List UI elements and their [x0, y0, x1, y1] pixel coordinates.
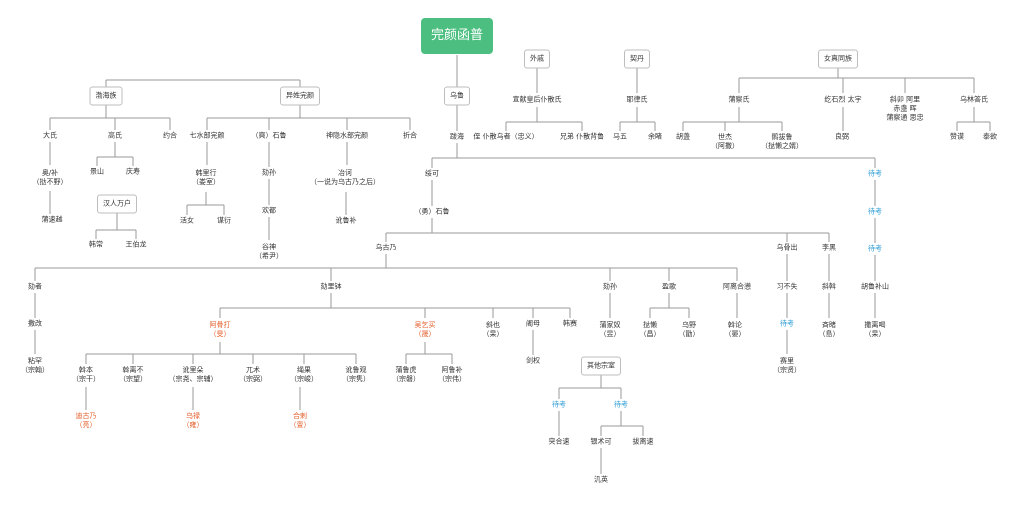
node-xieye: 斜也 （杲） — [482, 321, 504, 338]
node-other-house: 其他宗室 — [581, 356, 621, 376]
node-hanchang: 韩常 — [89, 240, 103, 249]
node-qidan: 契丹 — [624, 49, 650, 69]
node-shengguo: 绳果 （宗峻） — [290, 366, 318, 383]
node-waiqi: 外戚 — [524, 49, 550, 69]
node-hemu: 阇母 — [526, 319, 540, 328]
node-sailige: 撒离喝 （杲） — [864, 321, 886, 338]
node-wohen: 斡本 （宗干） — [72, 366, 100, 383]
node-alihe: 阿离合懑 — [723, 282, 751, 291]
node-shijie: 世杰 （阿撒） — [711, 133, 739, 150]
node-hunu: 活女 — [180, 216, 194, 225]
node-liangbi: 良弼 — [835, 132, 849, 141]
node-taidai: 泰欲 — [983, 132, 997, 141]
node-xiongdi: 兄弟 仆散背鲁 — [559, 132, 605, 141]
node-qilu: 斉睹 （島） — [818, 321, 840, 338]
node-heshilie: 纥石烈 太宇 — [824, 95, 862, 104]
node-dashi: 大氏 — [43, 131, 57, 140]
node-wulu: 乌禄 （雍） — [182, 412, 204, 429]
node-pend-f: 待考 — [868, 244, 882, 253]
node-nianhan: 粘罕 （宗翰） — [21, 357, 49, 374]
node-shenyinshui: 神隐水部完颜 — [326, 131, 368, 140]
node-aguda: 阿骨打 （旻） — [209, 321, 231, 338]
node-yinshuke: 银术可 — [590, 437, 612, 446]
node-panshi: 盈歌 — [662, 282, 676, 291]
node-wuguna: 乌古乃 — [375, 243, 397, 252]
node-xibushi: 习不失 — [776, 282, 798, 291]
node-alubu: 阿鲁补 （宗伟） — [438, 366, 466, 383]
node-zhehe: 折合 — [403, 131, 417, 140]
node-qingshou: 庆寿 — [126, 167, 140, 176]
node-wolun: 斡论 （晏） — [724, 321, 746, 338]
node-mawu: 马五 — [613, 132, 627, 141]
node-aoshi: 奥/补 （挞不野） — [32, 169, 68, 186]
node-tuhesu: 突合速 — [548, 437, 570, 446]
node-huandu: 欢都 — [262, 206, 276, 215]
node-wulizhu: 讹里朵 （宗尧、宗辅） — [168, 366, 218, 383]
node-zanlan: 挞懒 （昌） — [639, 321, 661, 338]
node-hansai: 韩赛 — [563, 319, 577, 328]
node-bohai-zu: 渤海族 — [89, 86, 123, 106]
node-hesun: 劾孙 — [603, 282, 617, 291]
node-pingba: 鹘拔鲁 （挞懒之婿） — [761, 133, 803, 150]
node-xuanxian: 宣献皇后仆散氏 — [512, 95, 562, 104]
node-gushen: 谷神 （希尹） — [255, 243, 283, 260]
node-wangbolong: 王伯龙 — [125, 240, 147, 249]
node-bahai: 跋海 — [450, 132, 464, 141]
node-suike: 绥可 — [425, 169, 439, 178]
node-dalubu: 讹鲁补 — [335, 216, 357, 225]
node-pujiawo: 蒲家奴 （昱） — [599, 321, 621, 338]
node-pend-c: 待考 — [780, 319, 794, 328]
node-yuehe: 约合 — [163, 131, 177, 140]
node-qishuibu: 七水部完颜 — [189, 131, 225, 140]
node-sheshilu: （奭）石鲁 — [251, 131, 287, 140]
node-saigai: 撒改 — [28, 319, 42, 328]
node-helibo: 劾里钵 — [320, 282, 342, 291]
node-pend-d: 待考 — [868, 169, 882, 178]
node-wolugan: 讹鲁观 （宗隽） — [342, 366, 370, 383]
node-pend-e: 待考 — [868, 207, 882, 216]
node-yudu: 余睹 — [648, 132, 662, 141]
node-hanlixing: 韩里行 （娄室） — [192, 169, 220, 186]
node-yixing: 异姓完颜 — [280, 86, 320, 106]
node-ligui: 劾者 — [28, 282, 42, 291]
node-pulu: 蒲鲁虎 （宗磐） — [392, 366, 420, 383]
node-wugulu: 乌鲁 — [444, 86, 470, 106]
node-fuwo: 斜卯 阿里 赤盏 晖 蒲察通 思忠 — [886, 95, 924, 122]
node-jiesun: 劾孙 — [262, 168, 276, 177]
node-wenying: 㲹英 — [594, 475, 608, 484]
node-lixi: 李黑 — [822, 243, 836, 252]
node-yelu: 耶律氏 — [626, 95, 648, 104]
node-hulubu: 胡鲁补山 — [861, 282, 889, 291]
node-wulin: 乌林答氏 — [960, 95, 988, 104]
node-yehe: 冶诃 （一说为乌古乃之后） — [310, 169, 380, 186]
node-digunai: 迪古乃 （亮） — [75, 412, 97, 429]
node-duoquan: 剑权 — [526, 356, 540, 365]
node-gaoshi: 高氏 — [108, 131, 122, 140]
node-moujian: 谋衍 — [217, 216, 231, 225]
node-pend-b: 待考 — [614, 400, 628, 409]
node-wolibu: 斡离不 （宗望） — [119, 366, 147, 383]
node-xiewo: 斜斡 — [822, 282, 836, 291]
node-hanren: 汉人万户 — [97, 194, 137, 214]
node-nvzhen: 女真同族 — [818, 49, 858, 69]
node-saili: 赛里 （宗贤） — [773, 357, 801, 374]
node-wuguchu: 乌骨出 — [776, 243, 798, 252]
node-cheng: 赞谟 — [950, 132, 964, 141]
node-hela: 合剌 （亶） — [289, 412, 311, 429]
node-bolisu: 拔离速 — [632, 437, 654, 446]
node-yongshilu: （勇）石鲁 — [414, 207, 450, 216]
node-pend-a: 待考 — [552, 400, 566, 409]
node-wuye: 乌野 （勖） — [678, 321, 700, 338]
node-jingshan: 景山 — [90, 167, 104, 176]
node-pusuyue: 蒲速越 — [41, 215, 63, 224]
node-hudu: 胡盏 — [676, 132, 690, 141]
node-zhipusan: 侄 仆散乌者（忠义） — [473, 132, 539, 141]
node-wuqimai: 吴乞买 （晟） — [414, 321, 436, 338]
node-pucha: 蒲察氏 — [728, 95, 750, 104]
node-root: 完颜函普 — [421, 18, 493, 54]
node-wuzhu: 兀术 （宗弼） — [239, 366, 267, 383]
